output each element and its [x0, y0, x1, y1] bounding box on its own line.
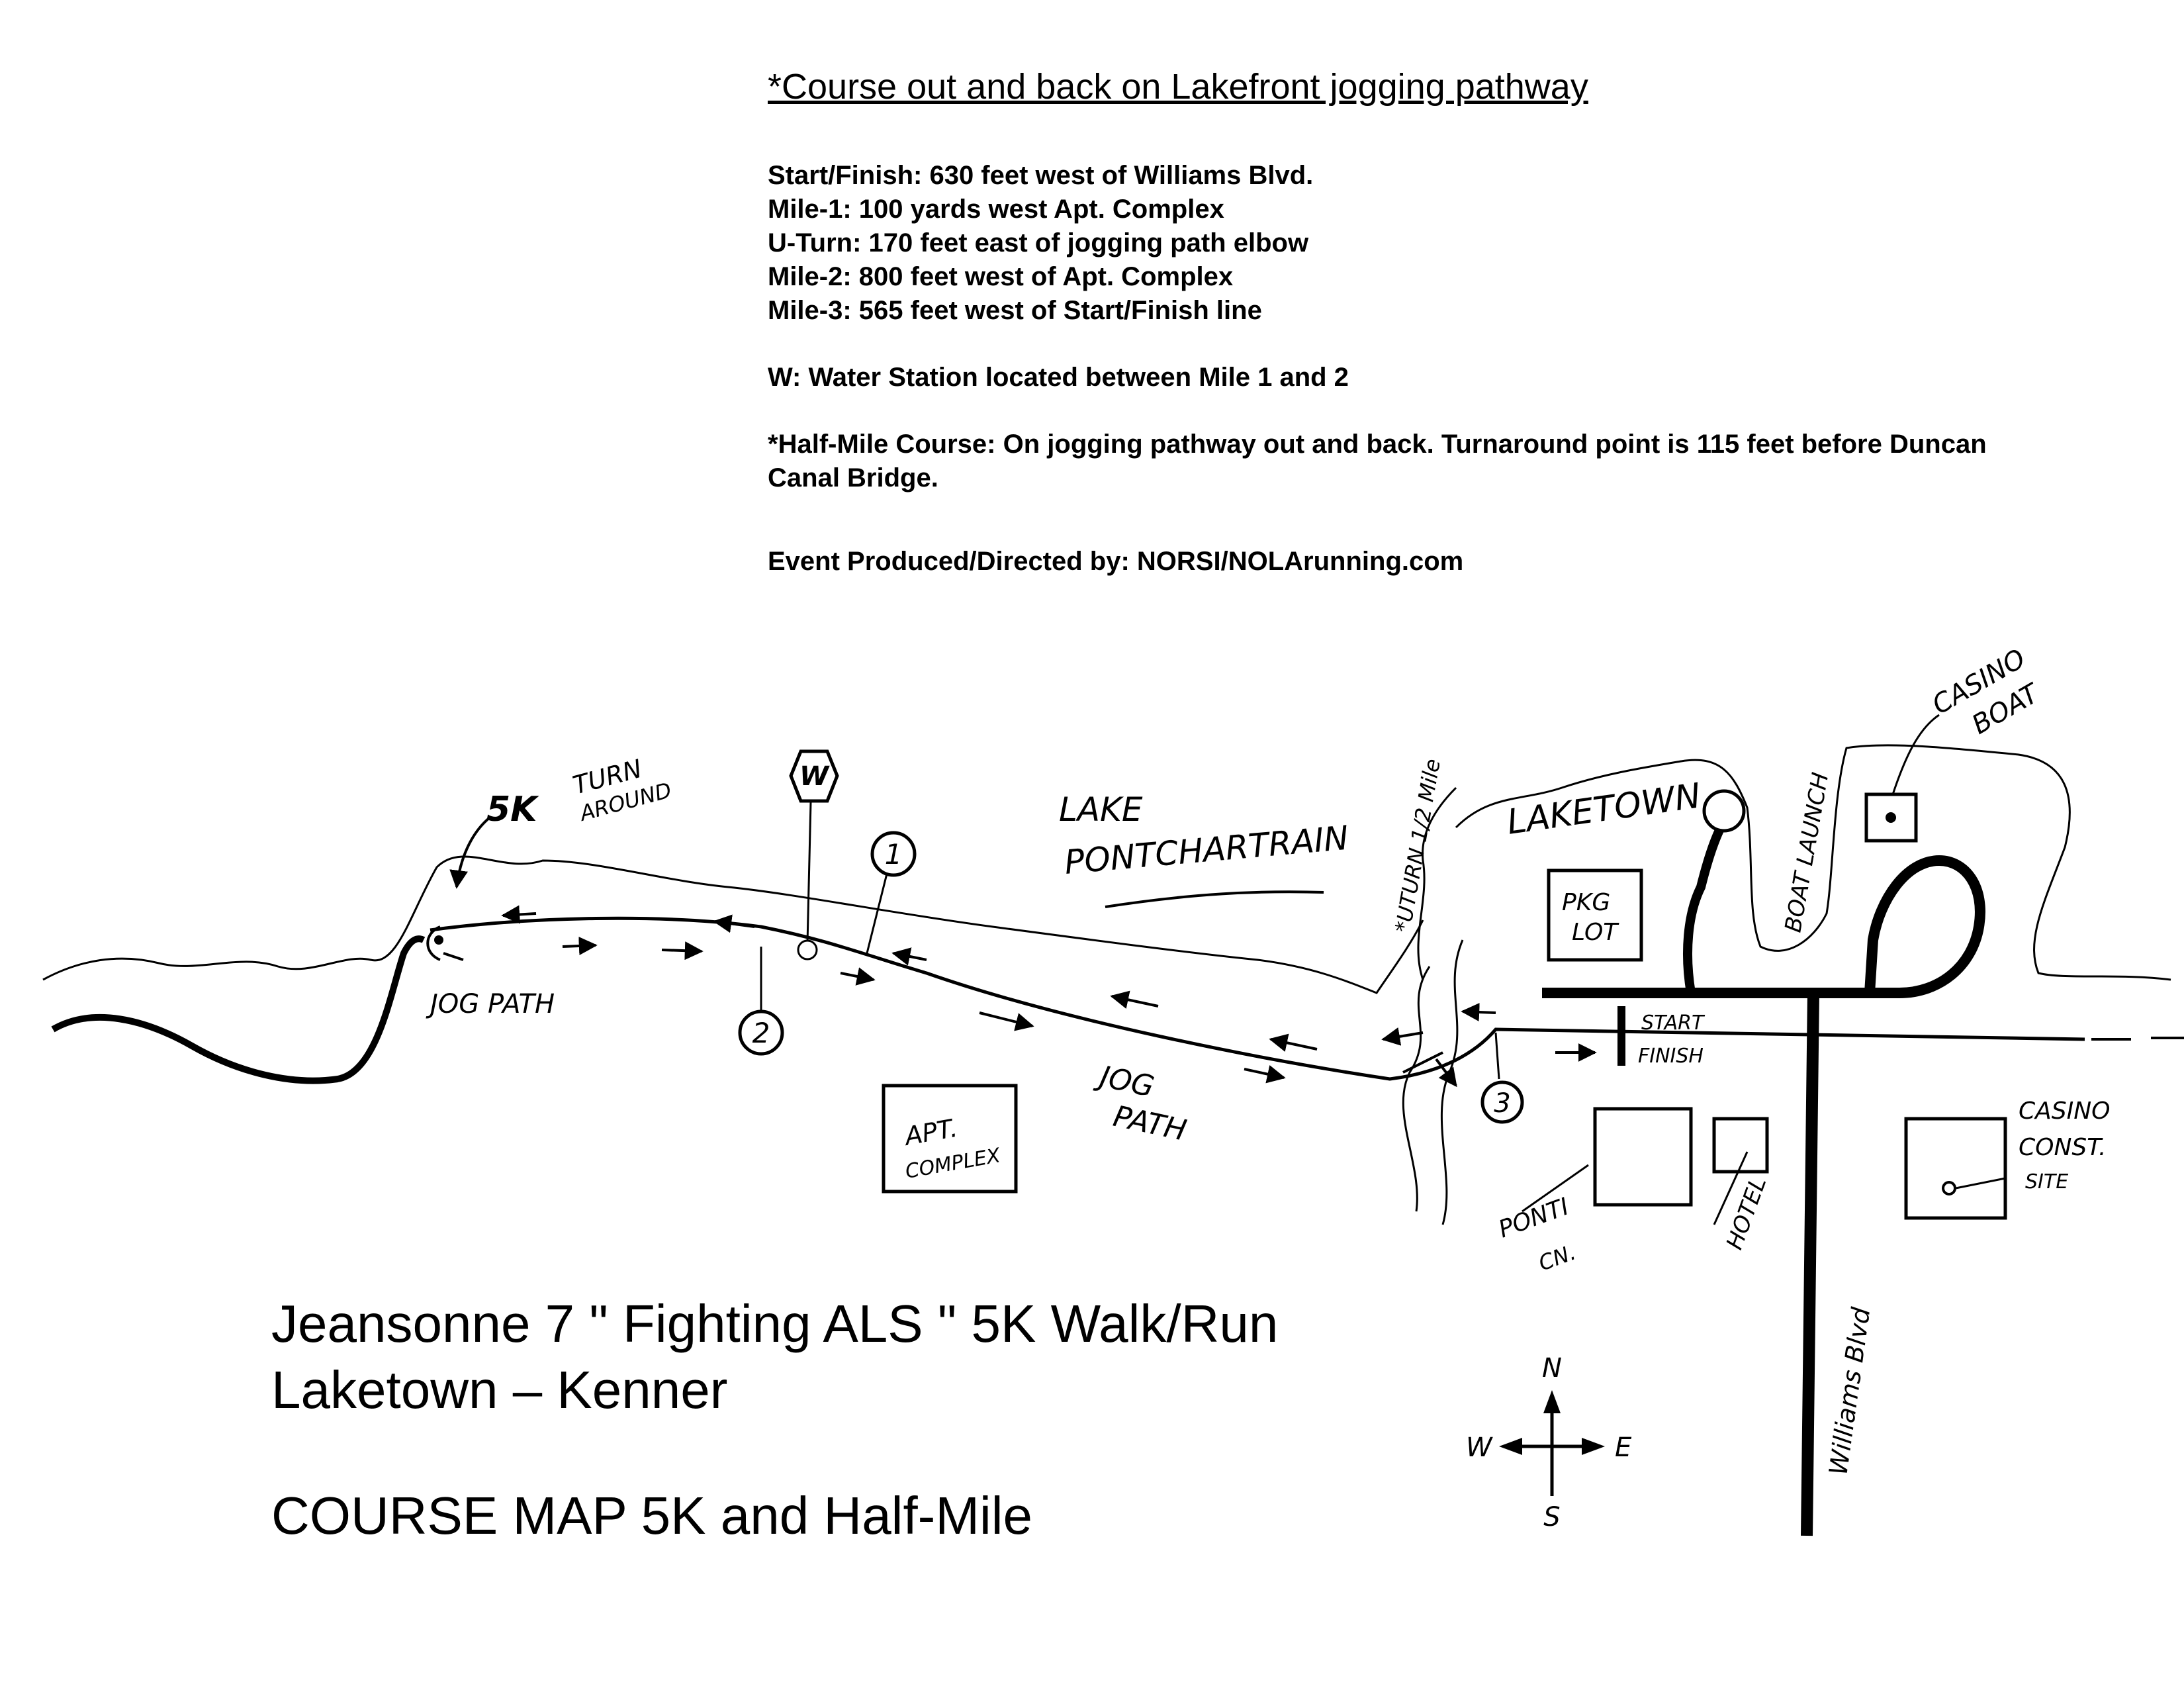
course-map-subtitle: COURSE MAP 5K and Half-Mile — [271, 1486, 1032, 1545]
mile-1-info: Mile-1: 100 yards west Apt. Complex — [768, 195, 1224, 224]
compass-e-label: E — [1615, 1432, 1632, 1463]
laketown-label: LAKETOWN — [1504, 776, 1703, 842]
apt-complex — [882, 1084, 1018, 1194]
event-title: Jeansonne 7 " Fighting ALS " 5K Walk/Run — [271, 1294, 1279, 1353]
ponti-pointer — [1522, 1164, 1589, 1213]
mile-2-marker — [738, 1009, 784, 1056]
mile-2-label: 2 — [752, 1017, 770, 1049]
finish-label: FINISH — [1638, 1045, 1704, 1068]
water-station-pole — [806, 802, 812, 944]
ponti-building — [1593, 1107, 1693, 1207]
water-station-label: W — [799, 761, 830, 792]
mile-3-label: 3 — [1494, 1088, 1510, 1119]
road-dash — [2091, 1037, 2184, 1041]
casino-construction-dot — [1942, 1181, 1956, 1196]
compass-rose: N S E W — [1466, 1353, 1632, 1532]
producer-info: Event Produced/Directed by: NORSI/NOLAru… — [768, 547, 1464, 576]
lake-label-1: LAKE — [1059, 790, 1143, 829]
compass-west-arrow-icon — [1499, 1438, 1522, 1455]
hotel-pointer — [1713, 1151, 1749, 1225]
casino-const-label-1: CASINO — [2019, 1098, 2111, 1125]
half-mile-uturn-label: *UTURN 1/2 Mile — [1390, 757, 1445, 934]
west-canal-line — [51, 935, 426, 1084]
casino-const-label-3: SITE — [2025, 1170, 2068, 1194]
event-title-block: Jeansonne 7 " Fighting ALS " 5K Walk/Run… — [271, 1291, 1278, 1549]
jog-path-line — [430, 916, 2085, 1081]
casino-boat-dot — [1886, 812, 1896, 823]
boat-launch-circle — [1702, 789, 1746, 833]
apt-label-2: COMPLEX — [903, 1144, 1003, 1184]
event-location: Laketown – Kenner — [271, 1360, 728, 1419]
boat-launch-label: BOAT LAUNCH — [1780, 771, 1834, 935]
apt-label-1: APT. — [901, 1113, 960, 1152]
water-station-hexagon — [789, 749, 839, 803]
hotel-building — [1712, 1117, 1769, 1174]
compass-n-label: N — [1542, 1353, 1562, 1383]
mile-3-marker — [1480, 1080, 1524, 1124]
mile-3-info: Mile-3: 565 feet west of Start/Finish li… — [768, 296, 1262, 325]
water-station-info: W: Water Station located between Mile 1 … — [768, 363, 1349, 392]
shoreline — [42, 855, 1424, 994]
williams-blvd-label: Williams Blvd — [1823, 1305, 1876, 1477]
pkg-lot-label-1: PKG — [1562, 889, 1610, 916]
ponti-label-2: CN. — [1535, 1240, 1579, 1276]
pkg-lot-label-2: LOT — [1572, 919, 1619, 946]
direction-arrows — [501, 905, 1597, 1084]
mile-1-marker — [870, 831, 917, 877]
compass-s-label: S — [1543, 1502, 1560, 1532]
casino-boat-pointer — [1891, 714, 1940, 795]
mile-2-info: Mile-2: 800 feet west of Apt. Complex — [768, 262, 1234, 291]
williams-blvd-road — [1801, 992, 1819, 1536]
half-mile-uturn-arrows — [1381, 1027, 1457, 1088]
turnaround-5k-label: 5K — [486, 790, 539, 829]
casino-boat — [1864, 792, 1918, 843]
start-finish-info: Start/Finish: 630 feet west of Williams … — [768, 161, 1314, 190]
jog-path-east-label-2: PATH — [1111, 1100, 1189, 1148]
compass-north-arrow-icon — [1543, 1390, 1561, 1413]
mile-1-pointer — [866, 873, 888, 954]
u-turn-info: U-Turn: 170 feet east of jogging path el… — [768, 228, 1309, 258]
mile-1-label: 1 — [885, 838, 903, 870]
compass-east-arrow-icon — [1582, 1438, 1605, 1455]
turnaround-loop — [426, 925, 464, 961]
ponti-label-1: PONTI — [1495, 1193, 1572, 1243]
turnaround-dot — [434, 935, 443, 945]
lake-underline — [1105, 890, 1324, 908]
casino-const-label-2: CONST. — [2019, 1134, 2106, 1161]
boat-launch-road — [1683, 825, 1725, 994]
casino-construction-pointer — [1955, 1177, 2006, 1190]
parking-lot — [1547, 868, 1643, 962]
mile-3-pointer — [1494, 1032, 1500, 1080]
jog-path-west-label: JOG PATH — [426, 989, 555, 1019]
half-mile-info: *Half-Mile Course: On jogging pathway ou… — [768, 430, 1987, 492]
laketown-road — [1542, 855, 1985, 998]
compass-w-label: W — [1466, 1432, 1493, 1463]
turnaround-arrow — [449, 816, 491, 889]
course-header-note: *Course out and back on Lakefront joggin… — [768, 67, 1588, 107]
start-label: START — [1641, 1011, 1706, 1035]
course-info-block: Start/Finish: 630 feet west of Williams … — [768, 159, 2058, 579]
hotel-label: HOTEL — [1721, 1174, 1772, 1253]
jog-path-east-label-1: JOG — [1092, 1058, 1157, 1104]
casino-construction-site — [1904, 1117, 2007, 1220]
water-station-point — [797, 939, 818, 961]
shoreline-east — [1455, 744, 2171, 981]
